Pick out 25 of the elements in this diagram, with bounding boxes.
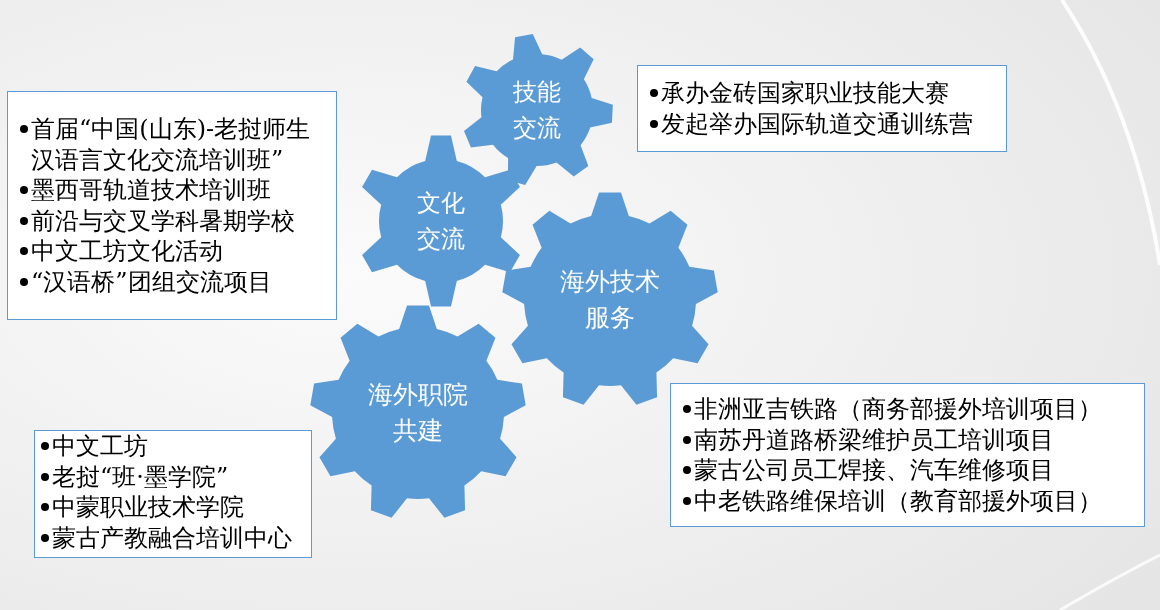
gear-label: 海外技术服务 xyxy=(559,266,661,334)
list-item: 中文工坊文化活动 xyxy=(31,236,223,267)
gear-label: 文化交流 xyxy=(416,188,466,255)
list-item: 蒙古公司员工焊接、汽车维修项目 xyxy=(694,455,1054,486)
list-item: 发起举办国际轨道交通训练营 xyxy=(661,108,973,139)
list-item: 承办金砖国家职业技能大赛 xyxy=(661,78,949,109)
list-item: 首届“中国(山东)-老挝师生汉语言文化交流培训班” xyxy=(31,114,312,175)
list-item: 墨西哥轨道技术培训班 xyxy=(31,175,271,206)
list-item: 中蒙职业技术学院 xyxy=(52,492,244,523)
gear-label: 海外职院共建 xyxy=(367,379,469,447)
list-item: 前沿与交叉学科暑期学校 xyxy=(31,205,295,236)
text-box xyxy=(670,383,1145,527)
list-item: 蒙古产教融合培训中心 xyxy=(52,522,292,553)
list-item: 南苏丹道路桥梁维护员工培训项目 xyxy=(694,424,1054,455)
text-box xyxy=(637,65,1007,152)
gear-shape xyxy=(461,34,613,186)
list-item: 老挝“班·墨学院” xyxy=(52,461,229,492)
text-box xyxy=(7,91,337,320)
text-box xyxy=(34,430,312,558)
gear-label: 技能交流 xyxy=(512,77,562,144)
gear-shape xyxy=(310,305,526,521)
list-item: 非洲亚吉铁路（商务部援外培训项目） xyxy=(694,394,1102,425)
list-item: 中文工坊 xyxy=(52,431,148,462)
list-item: “汉语桥”团组交流项目 xyxy=(31,266,272,297)
list-item: 中老铁路维保培训（教育部援外项目） xyxy=(694,485,1102,516)
